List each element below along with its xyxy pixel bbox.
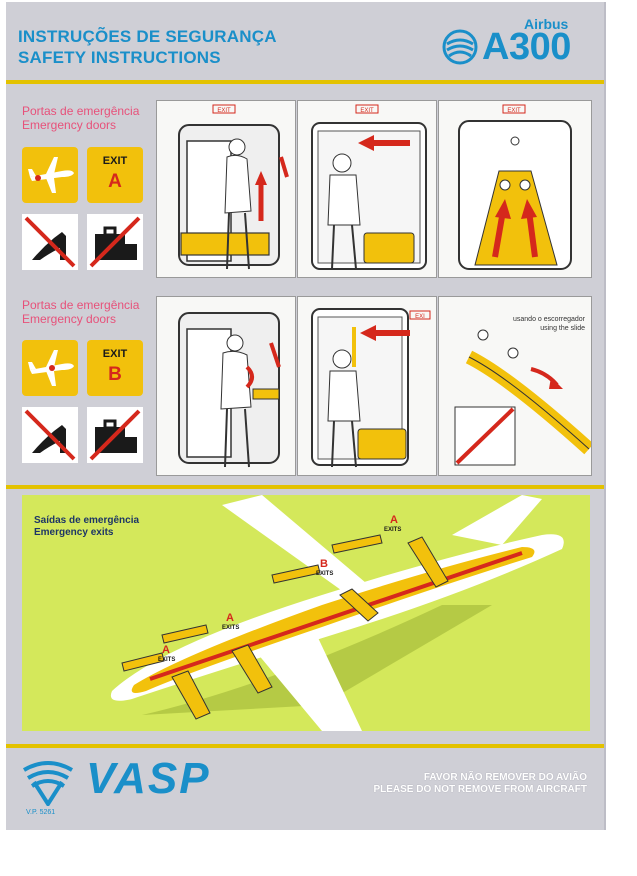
- exit-b-word: EXIT: [102, 348, 128, 360]
- exit-a-letter: A: [108, 171, 122, 192]
- title-english: SAFETY INSTRUCTIONS: [18, 48, 221, 67]
- door-a-step-1-panel: EXIT: [156, 100, 296, 278]
- exit-marker-b: B: [320, 558, 328, 570]
- exit-a-tile: EXIT A: [87, 147, 143, 203]
- exit-b-letter: B: [108, 364, 122, 385]
- door-b-step-2-panel: EXI: [297, 296, 437, 476]
- slide-note: usando o escorregador using the slide: [509, 315, 585, 333]
- section-a-label: Portas de emergência Emergency doors: [22, 104, 139, 132]
- section-b-label-pt: Portas de emergência: [22, 298, 140, 312]
- no-baggage-icon: [87, 214, 143, 270]
- door-b-step-1-panel: [156, 296, 296, 476]
- slide-note-pt: usando o escorregador: [513, 316, 585, 323]
- exit-a-word: EXIT: [102, 155, 128, 167]
- exit-marker-word-3: EXITS: [222, 625, 239, 631]
- aircraft-wing-upper: [222, 495, 392, 605]
- exit-marker-a-rear: A: [390, 514, 398, 526]
- airbus-swirl-icon: [442, 29, 478, 65]
- no-high-heels-icon: [22, 407, 78, 463]
- exit-map-title-en: Emergency exits: [34, 527, 114, 538]
- exit-map-title: Saídas de emergência Emergency exits: [34, 515, 139, 539]
- exit-b-tile: EXIT B: [87, 340, 143, 396]
- door-a-sign-3: EXIT: [507, 108, 521, 114]
- vasp-logo-icon: [22, 761, 74, 806]
- divider-bottom: [6, 744, 604, 748]
- exit-map-panel: Saídas de emergência Emergency exits A E…: [22, 495, 590, 731]
- door-b-sign: EXI: [415, 314, 425, 320]
- exit-marker-word-4: EXITS: [158, 657, 175, 663]
- exit-marker-a-front: A: [162, 644, 170, 656]
- door-a-sign-1: EXIT: [217, 108, 231, 114]
- door-a-step-3-panel: EXIT: [438, 100, 592, 278]
- divider-top: [6, 80, 604, 84]
- section-b-label: Portas de emergência Emergency doors: [22, 298, 139, 326]
- door-b-step-3-panel: usando o escorregador using the slide: [438, 296, 592, 476]
- notice-portuguese: FAVOR NÃO REMOVER DO AVIÃO: [423, 772, 587, 783]
- airplane-icon: [22, 147, 78, 203]
- door-a-step-2-panel: EXIT: [297, 100, 437, 278]
- title-portuguese: INSTRUÇÕES DE SEGURANÇA: [18, 27, 277, 46]
- airplane-icon: [22, 340, 78, 396]
- section-a-label-en: Emergency doors: [22, 118, 117, 132]
- slide-note-en: using the slide: [540, 325, 585, 332]
- card-code: V.P. 5261: [26, 809, 56, 816]
- brand-name: VASP: [86, 754, 211, 803]
- exit-map-title-pt: Saídas de emergência: [34, 515, 140, 526]
- aircraft-model: A300: [482, 26, 571, 68]
- notice-english: PLEASE DO NOT REMOVE FROM AIRCRAFT: [373, 784, 587, 795]
- door-a-sign-2: EXIT: [360, 108, 374, 114]
- exit-marker-word-2: EXITS: [316, 571, 333, 577]
- exit-marker-a-mid: A: [226, 612, 234, 624]
- exit-marker-word-1: EXITS: [384, 527, 401, 533]
- no-high-heels-icon: [22, 214, 78, 270]
- section-b-label-en: Emergency doors: [22, 312, 117, 326]
- section-a-label-pt: Portas de emergência: [22, 104, 140, 118]
- divider-middle: [6, 485, 604, 489]
- no-baggage-icon: [87, 407, 143, 463]
- manufacturer-name: Airbus: [524, 16, 569, 32]
